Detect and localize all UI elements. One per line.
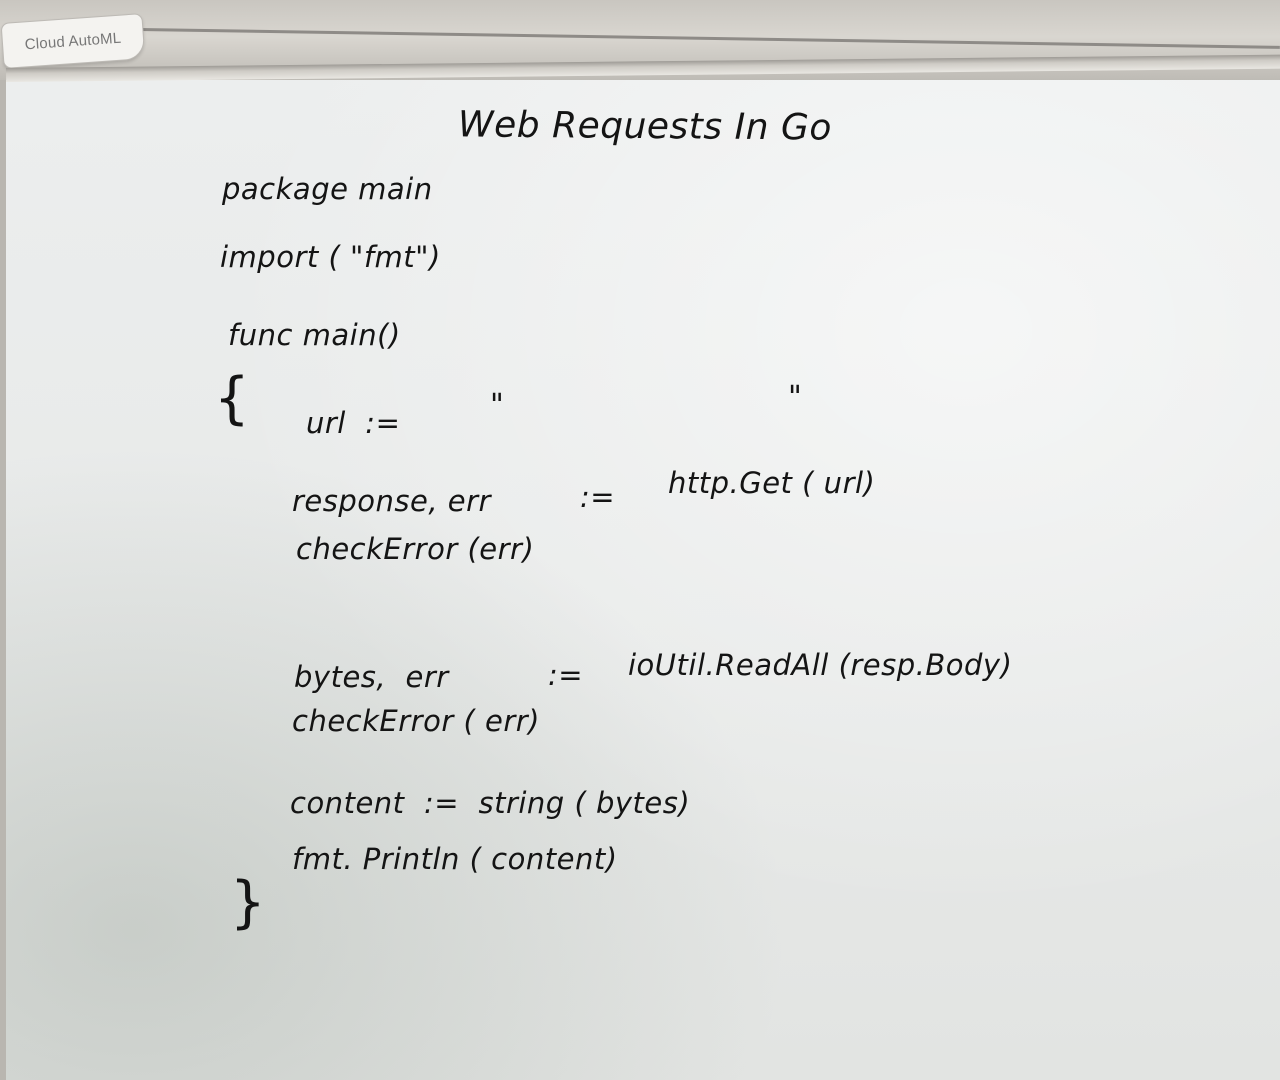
code-line-bytes-lhs: bytes, err xyxy=(294,660,449,694)
code-line-check-error-2: checkError ( err) xyxy=(292,704,540,738)
board-title: Web Requests In Go xyxy=(457,104,833,149)
code-url-quote-open: " xyxy=(490,388,505,423)
code-line-func: func main() xyxy=(228,318,401,352)
code-line-content: content := string ( bytes) xyxy=(290,786,691,820)
code-line-response-lhs: response, err xyxy=(292,484,491,518)
code-line-response-rhs: http.Get ( url) xyxy=(668,466,876,500)
code-line-response-op: := xyxy=(580,480,616,514)
code-line-check-error-1: checkError (err) xyxy=(296,532,535,566)
code-line-package: package main xyxy=(222,172,433,206)
whiteboard-surface: Web Requests In Go package main import (… xyxy=(0,54,1280,1080)
code-line-url: url := xyxy=(306,406,401,440)
code-line-import: import ( "fmt") xyxy=(220,240,441,274)
code-line-bytes-rhs: ioUtil.ReadAll (resp.Body) xyxy=(628,648,1013,682)
code-close-brace: } xyxy=(230,870,267,935)
sticker-label: Cloud AutoML xyxy=(24,29,122,53)
code-url-quote-close: " xyxy=(788,380,803,415)
code-open-brace: { xyxy=(214,366,251,431)
code-line-println: fmt. Println ( content) xyxy=(292,842,618,876)
code-line-bytes-op: := xyxy=(548,658,584,692)
